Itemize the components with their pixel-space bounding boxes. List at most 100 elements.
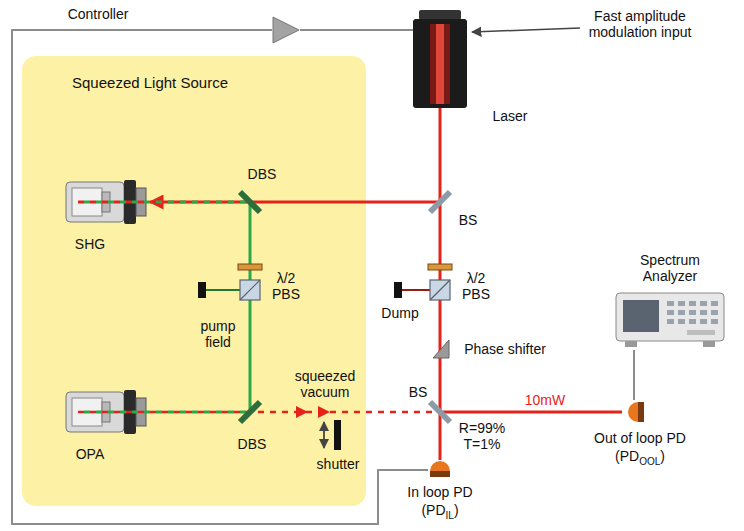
pdl-icon	[622, 400, 646, 424]
half-wave-plate	[238, 264, 262, 270]
sa-icon-part	[703, 341, 715, 347]
part-label: DBS	[238, 436, 267, 452]
squeezed-vacuum-beam	[78, 406, 440, 418]
leader-arrow	[472, 28, 580, 32]
sa-icon-part	[616, 293, 724, 341]
dev-icon-part	[136, 188, 146, 216]
polarizing-beam-splitter	[240, 280, 450, 300]
shutter	[334, 420, 341, 450]
pump-beam	[78, 411, 250, 414]
dev-icon-part	[66, 392, 124, 432]
signal-cable	[300, 29, 413, 31]
sa-icon-part	[700, 310, 707, 315]
node-label: SHG	[75, 236, 105, 252]
dichroic-beam-splitter	[240, 192, 260, 212]
photodetector: Out of loop PD(PDOOL)	[622, 400, 646, 424]
part-label: λ/2 PBS	[269, 270, 303, 302]
squeezed-vacuum-beam	[78, 411, 440, 414]
laser-beam	[439, 202, 442, 460]
node-label: OPA	[76, 446, 105, 462]
laser-icon-part	[430, 24, 450, 104]
dev-icon-part	[72, 188, 102, 216]
sa-icon-part	[667, 319, 674, 324]
ctrl-icon	[272, 16, 300, 44]
spectrum-analyzer: Spectrum Analyzer	[615, 292, 725, 350]
node-label: Controller	[68, 6, 129, 22]
sa-icon-part	[700, 319, 707, 324]
laser-icon	[413, 10, 467, 108]
sa-icon-part	[689, 310, 696, 315]
pdu-icon-part	[430, 471, 450, 477]
polarizing-beam-splitter	[430, 280, 450, 300]
sa-icon-part	[678, 301, 685, 306]
node-label: (PDIL)	[421, 502, 458, 521]
dev-icon	[66, 176, 150, 228]
shg-internal-beam	[78, 202, 250, 203]
dump-beam	[402, 289, 430, 291]
sa-icon-part	[689, 301, 696, 306]
laser-icon-part	[419, 10, 461, 20]
pdl-icon-part	[638, 402, 644, 422]
sa-icon-part	[625, 341, 637, 347]
signal-cable	[12, 30, 428, 524]
shutter	[324, 420, 341, 450]
dichroic-beam-splitter	[240, 402, 260, 422]
squeezed-light-source-panel: Squeezed Light SourceSHG OPA	[22, 56, 366, 506]
polarizing-beam-splitter	[240, 280, 260, 300]
phase-shifter-wedge	[433, 340, 449, 358]
node-label: (PDOOL)	[615, 448, 665, 467]
beam-dump	[198, 282, 206, 298]
node-label: In loop PD	[407, 484, 472, 500]
sa-icon-part	[623, 300, 659, 332]
dev-icon-part	[102, 402, 110, 422]
node-label: Squeezed Light Source	[72, 74, 228, 91]
dev-icon-part	[124, 390, 136, 434]
squeezed-vacuum-beam	[296, 406, 308, 418]
controller-amplifier: Controller	[272, 16, 300, 44]
photodetector: In loop PD(PDIL)	[428, 460, 452, 480]
laser-icon-part	[413, 19, 467, 108]
dev-icon-part	[66, 182, 124, 222]
shutter	[323, 422, 325, 448]
part-label: BS	[409, 384, 428, 400]
shg-internal-beam	[84, 201, 250, 204]
sa-icon-part	[678, 310, 685, 315]
sa-icon-part	[711, 310, 718, 315]
part-label: 10mW	[525, 392, 565, 408]
dichroic-beam-splitter	[240, 192, 260, 422]
pdu-icon-part	[430, 461, 450, 471]
part-label: DBS	[248, 166, 277, 182]
dev-icon-part	[124, 180, 136, 224]
node-label: Laser	[492, 108, 527, 124]
pdu-icon	[428, 460, 452, 480]
part-label: BS	[459, 212, 478, 228]
laser-beam	[150, 108, 440, 202]
sa-icon-part	[711, 301, 718, 306]
squeezed-vacuum-beam	[318, 406, 330, 418]
leader-arrow	[472, 28, 580, 32]
part-label: Phase shifter	[464, 341, 546, 357]
beam-dump	[394, 282, 402, 298]
laser-source: Laser	[413, 10, 467, 108]
sa-icon-part	[667, 310, 674, 315]
beam-splitter	[430, 402, 450, 422]
opa-cavity: OPA	[66, 386, 150, 438]
part-label: shutter	[317, 456, 360, 472]
half-wave-plate	[238, 264, 452, 270]
beam-dump	[198, 282, 402, 298]
polarizing-beam-splitter	[240, 280, 260, 300]
sa-icon	[615, 292, 725, 350]
laser-beam	[440, 411, 622, 414]
signal-cable	[633, 350, 635, 400]
shg-internal-beam	[78, 201, 150, 204]
sa-icon-part	[667, 301, 674, 306]
part-label: R=99% T=1%	[455, 420, 509, 452]
laser-icon-part	[436, 24, 444, 104]
part-label: Fast amplitude modulation input	[575, 8, 705, 40]
sa-icon-part	[711, 319, 718, 324]
dev-icon-part	[72, 398, 102, 426]
beam-splitter	[430, 192, 450, 212]
half-wave-plate	[428, 264, 452, 270]
